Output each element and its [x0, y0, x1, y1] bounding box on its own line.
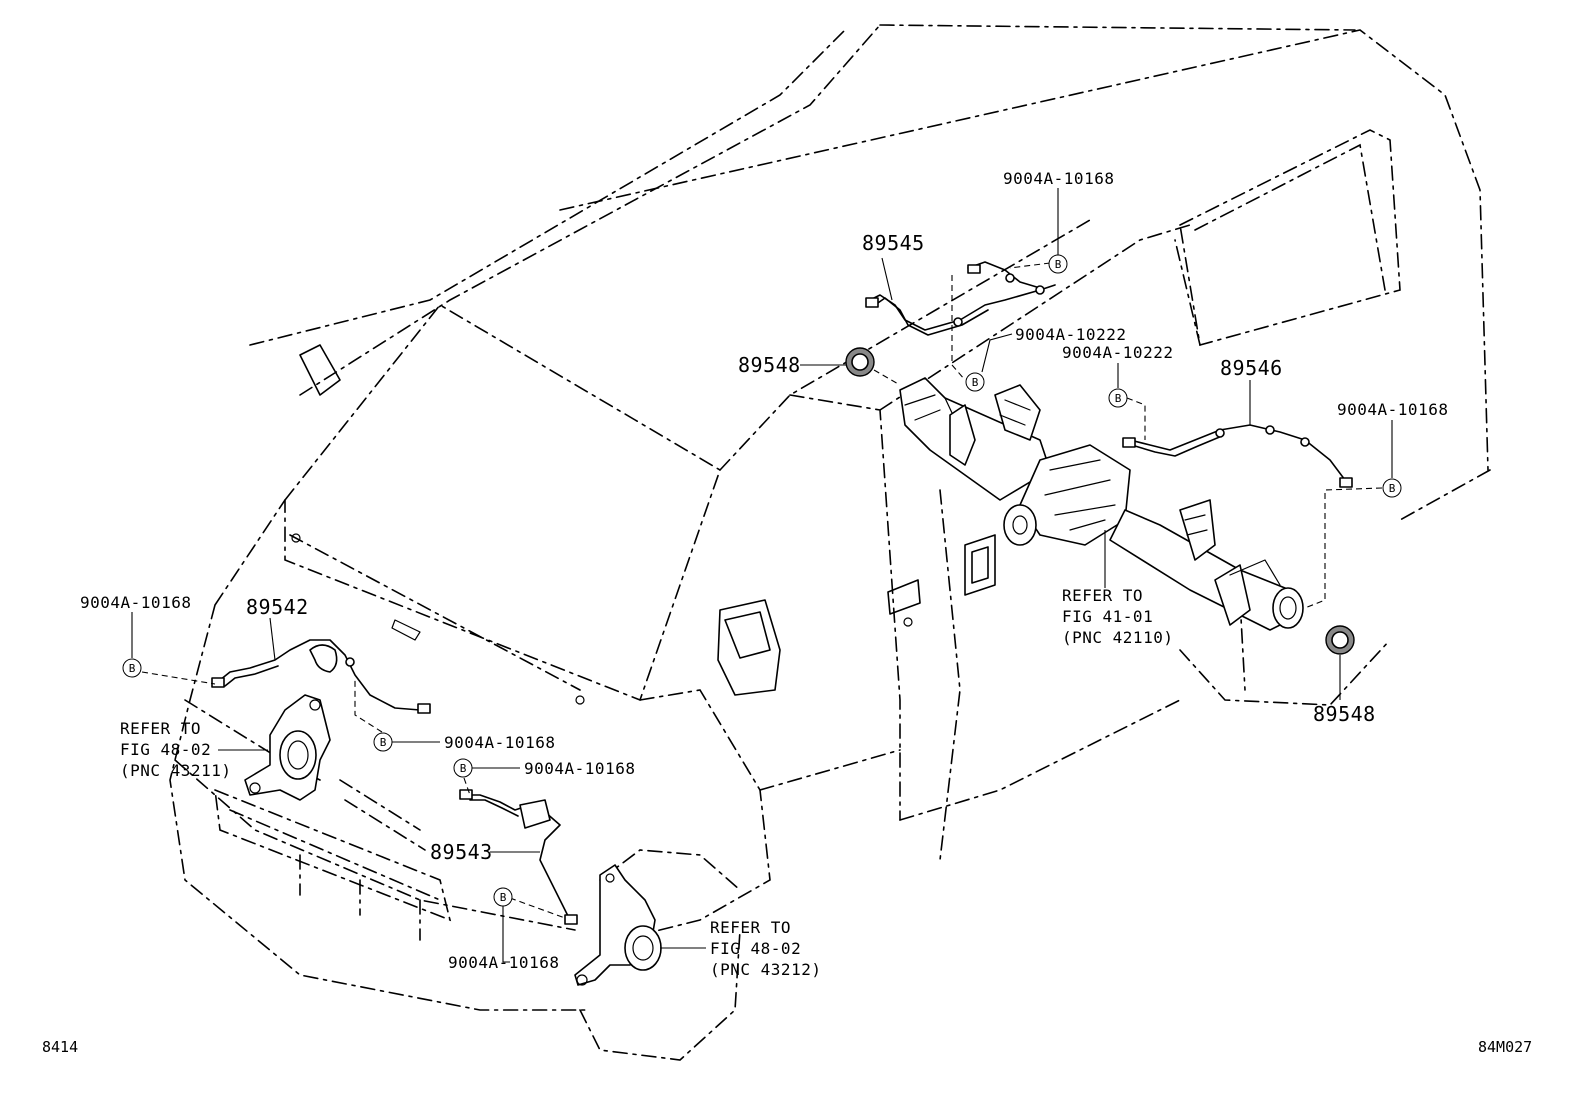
svg-text:REFER TO: REFER TO	[1062, 586, 1143, 605]
label-89545[interactable]: 89545	[862, 231, 925, 255]
corner-code-right: 84M027	[1478, 1038, 1532, 1056]
speed-sensor-rear-right-89546	[1122, 424, 1353, 488]
part-labels: 89545 9004A-10168 9004A-10222 89548 9004…	[80, 169, 1448, 972]
sensor-rotor-rear-right	[1325, 625, 1355, 655]
ref-right-knuckle[interactable]: REFER TO FIG 48-02 (PNC 43212)	[710, 918, 821, 979]
clip-markers: B B B B B B B B	[122, 254, 1402, 907]
label-bolt-right[interactable]: 9004A-10168	[1337, 400, 1448, 419]
steering-knuckle-right	[574, 864, 662, 986]
svg-text:REFER TO: REFER TO	[120, 719, 201, 738]
steering-knuckle-left	[244, 694, 331, 801]
corner-code-left: 8414	[42, 1038, 78, 1056]
speed-sensor-rear-left-89545	[865, 261, 1056, 336]
ref-left-knuckle[interactable]: REFER TO FIG 48-02 (PNC 43211)	[120, 719, 231, 780]
svg-text:B: B	[500, 891, 507, 904]
label-89548-top[interactable]: 89548	[738, 353, 801, 377]
clip-b-left: B	[122, 658, 142, 678]
speed-sensor-front-left-89542	[211, 639, 431, 714]
label-89543[interactable]: 89543	[430, 840, 493, 864]
svg-text:(PNC 43212): (PNC 43212)	[710, 960, 821, 979]
clip-b-top: B	[1048, 254, 1068, 274]
clip-b-mid-a: B	[373, 732, 393, 752]
leader-lines	[131, 188, 1393, 963]
sensor-rotor-rear-left	[845, 347, 875, 377]
svg-text:FIG 41-01: FIG 41-01	[1062, 607, 1153, 626]
clip-b-10222-right: B	[1108, 388, 1128, 408]
svg-text:(PNC 42110): (PNC 42110)	[1062, 628, 1173, 647]
label-bolt-bottom[interactable]: 9004A-10168	[448, 953, 559, 972]
label-bolt-10222-b[interactable]: 9004A-10222	[1062, 343, 1173, 362]
clip-b-bottom: B	[493, 887, 513, 907]
svg-text:FIG 48-02: FIG 48-02	[710, 939, 801, 958]
svg-text:B: B	[1115, 392, 1122, 405]
svg-text:B: B	[129, 662, 136, 675]
svg-text:B: B	[1055, 258, 1062, 271]
label-bolt-mid-b[interactable]: 9004A-10168	[524, 759, 635, 778]
label-bolt-top[interactable]: 9004A-10168	[1003, 169, 1114, 188]
clip-b-right: B	[1382, 478, 1402, 498]
clip-b-10222-left: B	[965, 372, 985, 392]
svg-text:B: B	[972, 376, 979, 389]
label-89546[interactable]: 89546	[1220, 356, 1283, 380]
vehicle-outline	[169, 24, 1491, 1061]
clip-b-mid-b: B	[453, 758, 473, 778]
rear-axle-housing	[899, 377, 1304, 631]
label-bolt-10222-a[interactable]: 9004A-10222	[1015, 325, 1126, 344]
label-bolt-mid-a[interactable]: 9004A-10168	[444, 733, 555, 752]
ref-rear-axle[interactable]: REFER TO FIG 41-01 (PNC 42110)	[1062, 586, 1173, 647]
svg-text:REFER TO: REFER TO	[710, 918, 791, 937]
label-bolt-left[interactable]: 9004A-10168	[80, 593, 191, 612]
label-89548-bottom[interactable]: 89548	[1313, 702, 1376, 726]
label-89542[interactable]: 89542	[246, 595, 309, 619]
svg-text:B: B	[1389, 482, 1396, 495]
svg-text:(PNC 43211): (PNC 43211)	[120, 761, 231, 780]
speed-sensor-front-right-89543	[459, 789, 578, 925]
svg-text:B: B	[380, 736, 387, 749]
svg-text:FIG 48-02: FIG 48-02	[120, 740, 211, 759]
svg-text:B: B	[460, 762, 467, 775]
